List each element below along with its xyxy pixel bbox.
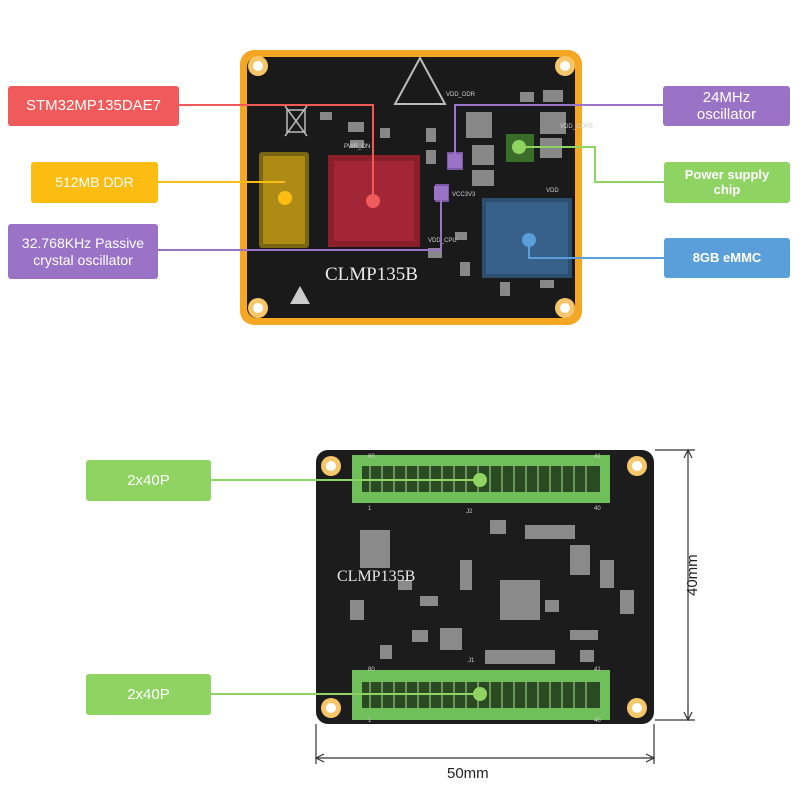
bottom-board-silkscreen: CLMP135B <box>337 568 415 585</box>
connector-label-j2: J2 <box>466 509 473 515</box>
pin-number: 40 <box>594 718 601 724</box>
mounting-hole-icon <box>321 456 647 718</box>
dimension-width: 50mm <box>447 765 489 782</box>
pin-number: 41 <box>594 667 601 673</box>
callout-2x40p-bottom: 2x40P <box>86 674 211 715</box>
pin-number: 1 <box>368 506 372 512</box>
top-leader-lines <box>157 104 664 259</box>
callout-32khz-crystal: 32.768KHz Passive crystal oscillator <box>8 224 158 279</box>
callout-power-supply-chip: Power supply chip <box>664 162 790 203</box>
warning-triangle-icon <box>393 55 447 105</box>
pin-number: 80 <box>368 667 375 673</box>
bottom-leader-lines <box>211 479 480 695</box>
callout-8gb-emmc: 8GB eMMC <box>664 238 790 278</box>
silk-label-vdd: VDD <box>546 188 559 194</box>
silk-label-vcc3v3: VCC3V3 <box>452 192 476 198</box>
pin-number: 40 <box>594 506 601 512</box>
pin-number: 41 <box>594 454 601 460</box>
dimension-height: 40mm <box>684 554 701 596</box>
weee-bin-icon <box>284 105 308 137</box>
top-leader-dots <box>278 140 536 247</box>
pin-number: 80 <box>368 454 375 460</box>
connector-label-j1: J1 <box>468 658 475 664</box>
silk-label-vdd-ddr: VDD_DDR <box>446 92 476 98</box>
callout-stm32mp135dae7: STM32MP135DAE7 <box>8 86 179 126</box>
dimension-lines <box>314 448 695 764</box>
callout-24mhz-oscillator: 24MHz oscillator <box>663 86 790 126</box>
silk-label-vdd-core: VDD_CORE <box>560 124 593 130</box>
pin-number: 1 <box>368 718 372 724</box>
top-board: CLMP135B VDD_DDR PWR_ON VCC3V3 VDD_CPU V… <box>240 50 593 325</box>
callout-512mb-ddr: 512MB DDR <box>31 162 158 203</box>
bottom-board: CLMP135B J2 J1 80 41 1 40 80 41 1 40 <box>316 450 654 724</box>
top-board-silkscreen: CLMP135B <box>325 264 418 285</box>
silk-label-pwr-on: PWR_ON <box>344 144 370 150</box>
callout-2x40p-top: 2x40P <box>86 460 211 501</box>
mounting-hole-icon <box>248 56 575 318</box>
silk-label-vdd-cpu: VDD_CPU <box>428 238 457 244</box>
